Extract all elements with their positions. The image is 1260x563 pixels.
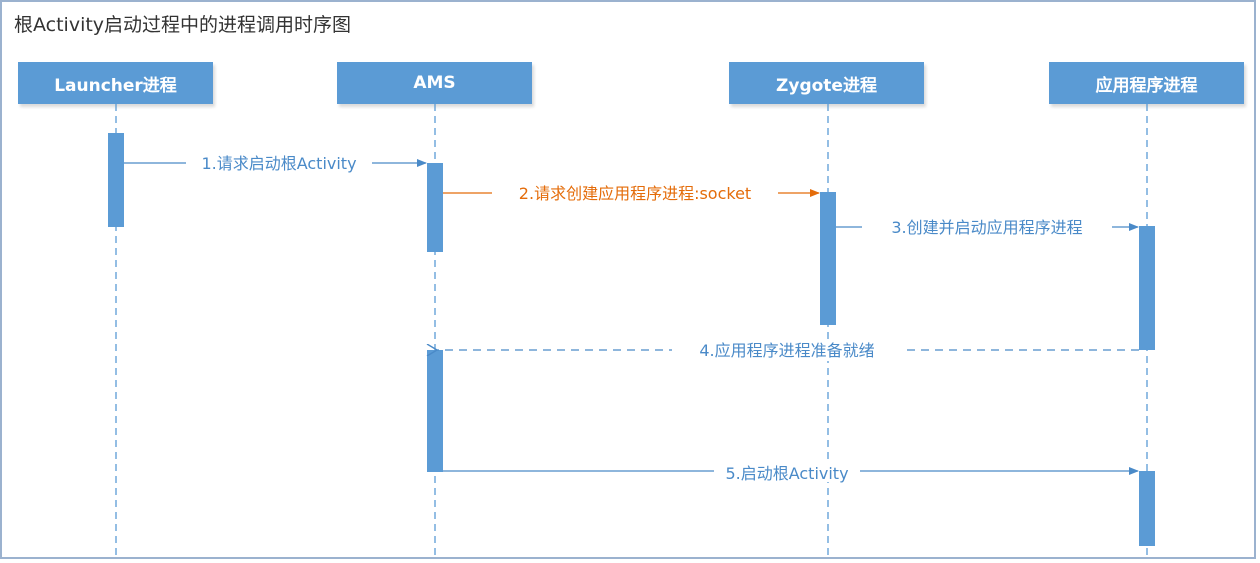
message-4-label: 4.应用程序进程准备就绪 [699,341,874,360]
participant-ams: AMS [337,62,532,104]
participant-zygote: Zygote进程 [729,62,924,104]
message-2-label: 2.请求创建应用程序进程:socket [519,184,751,203]
activation-zygote [820,192,836,325]
diagram-title: 根Activity启动过程中的进程调用时序图 [14,14,352,36]
message-3-label: 3.创建并启动应用程序进程 [891,218,1082,237]
message-5-label: 5.启动根Activity [725,464,848,483]
activation-launcher [108,133,124,227]
activation-app-1 [1139,226,1155,350]
participant-app: 应用程序进程 [1049,62,1244,104]
activation-ams-1 [427,163,443,252]
activation-ams-2 [427,350,443,472]
message-1-label: 1.请求启动根Activity [201,154,356,173]
activation-app-2 [1139,471,1155,546]
participant-launcher: Launcher进程 [18,62,213,104]
